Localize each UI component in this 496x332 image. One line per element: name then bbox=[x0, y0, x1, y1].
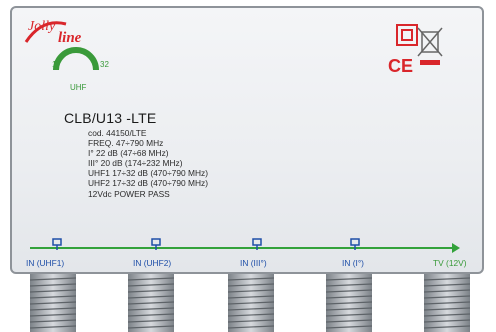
port-icon bbox=[151, 238, 161, 250]
dial-max-label: 32 bbox=[100, 60, 109, 69]
spec-line: UHF1 17÷32 dB (470÷790 MHz) bbox=[88, 168, 208, 179]
svg-text:line: line bbox=[58, 30, 82, 46]
uhf-gain-dial[interactable] bbox=[50, 38, 102, 78]
weee-bin-icon bbox=[417, 27, 443, 65]
spec-line: I° 22 dB (47÷68 MHz) bbox=[88, 148, 169, 159]
f-connector-band3[interactable] bbox=[226, 274, 276, 332]
f-connector-uhf1[interactable] bbox=[28, 274, 78, 332]
double-insulation-icon bbox=[396, 24, 418, 46]
ce-mark: CE bbox=[388, 56, 414, 76]
model-name: CLB/U13 -LTE bbox=[64, 110, 157, 126]
port-icon bbox=[350, 238, 360, 250]
svg-text:Jolly: Jolly bbox=[28, 19, 56, 34]
dial-min-label: 17 bbox=[52, 60, 61, 69]
f-connector-band1[interactable] bbox=[324, 274, 374, 332]
port-label-uhf1: IN (UHF1) bbox=[26, 258, 65, 268]
spec-list: cod. 44150/LTE FREQ. 47÷790 MHz I° 22 dB… bbox=[88, 128, 208, 199]
amplifier-housing bbox=[10, 6, 484, 274]
dial-band-label: UHF bbox=[70, 83, 87, 92]
spec-line: UHF2 17÷32 dB (470÷790 MHz) bbox=[88, 178, 208, 189]
jollyline-logo: Jolly line bbox=[24, 19, 82, 46]
spec-line: 12Vdc POWER PASS bbox=[88, 188, 170, 199]
port-label-tv: TV (12V) bbox=[433, 258, 467, 268]
port-label-band1: IN (I°) bbox=[342, 258, 364, 268]
port-label-band3: IN (III°) bbox=[240, 258, 267, 268]
port-icon bbox=[52, 238, 62, 250]
signal-bus bbox=[30, 247, 458, 249]
spec-line: III° 20 dB (174÷232 MHz) bbox=[88, 158, 183, 169]
spec-line: cod. 44150/LTE bbox=[88, 128, 147, 138]
port-label-uhf2: IN (UHF2) bbox=[133, 258, 172, 268]
f-connector-tv[interactable] bbox=[422, 274, 472, 332]
bus-arrow-icon bbox=[452, 243, 460, 253]
spec-line: FREQ. 47÷790 MHz bbox=[88, 138, 164, 149]
port-icon bbox=[252, 238, 262, 250]
f-connector-uhf2[interactable] bbox=[126, 274, 176, 332]
